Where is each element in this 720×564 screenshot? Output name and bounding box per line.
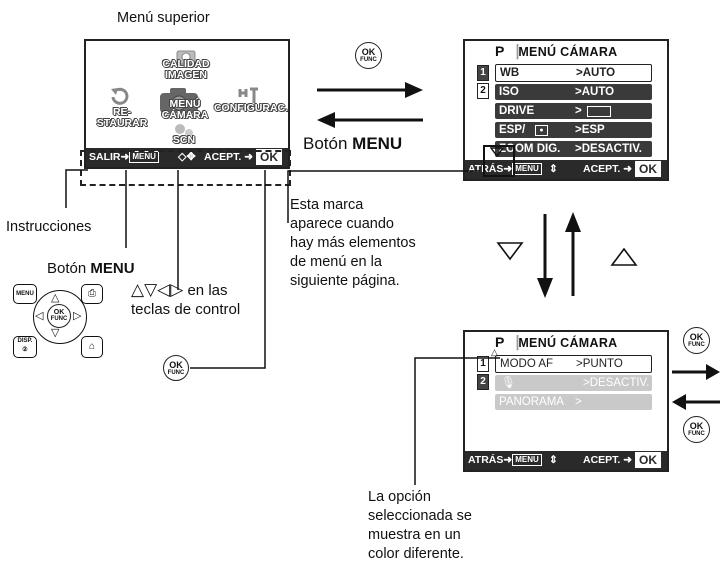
page-tab-1[interactable]: 1 <box>477 65 489 81</box>
arrow-keys-icon: △▽◁▷ <box>131 280 184 299</box>
spot-metering-icon: ● <box>535 125 548 136</box>
side-arrows <box>672 364 720 410</box>
updown-icon: ⇕ <box>549 163 558 175</box>
instructions-highlight <box>80 150 291 186</box>
menu-button-label-left: Botón MENU <box>47 260 135 277</box>
flow-arrows-top <box>317 82 423 128</box>
camera-menu-page-1: P ▕MENÚ CÁMARA 1 2 WB>AUTO ISO>AUTO DRIV… <box>463 39 669 181</box>
camera-icon <box>160 88 198 113</box>
menu-row-wb[interactable]: WB>AUTO <box>495 64 652 82</box>
page-tab-2[interactable]: 2 <box>477 83 489 99</box>
reset-icon <box>111 87 129 105</box>
menu-button-label-right: Botón MENU <box>303 134 403 153</box>
top-menu-footer: SALIR➜MENU ◇✥ ACEPT. ➜ OK <box>86 148 288 167</box>
accept-label: ACEPT. <box>204 151 242 163</box>
camera-menu-2-footer: ATRÁS➜MENU ⇕ ACEPT. ➜ OK <box>465 451 667 470</box>
menu-item-setup[interactable]: CONFIGURAC. <box>213 102 289 114</box>
menu-row-esp[interactable]: ESP/ ● >ESP <box>495 122 652 138</box>
page-tab-1[interactable]: 1 <box>477 356 489 372</box>
disp-key[interactable]: DISP.② <box>13 336 37 358</box>
menu-row-drive[interactable]: DRIVE> <box>495 103 652 119</box>
setup-icon <box>238 87 258 103</box>
right-arrow-key[interactable]: ▷ <box>73 310 82 322</box>
pointer-line-option <box>414 357 500 485</box>
menu-title: MENÚ CÁMARA <box>518 45 618 59</box>
arrow-keys-label: △▽◁▷ en las teclas de control <box>131 280 241 318</box>
ok-key-badge: OK <box>255 149 282 166</box>
page-tab-2[interactable]: 2 <box>477 374 489 390</box>
page-flow-arrows <box>537 212 581 298</box>
menu-row-panorama[interactable]: PANORAMA> <box>495 394 652 410</box>
down-triangle-icon <box>496 242 524 261</box>
top-menu-screen: CALIDAD IMAGEN RE-STAURAR MENÚ CÁMARA CO… <box>84 39 290 169</box>
instructions-label: Instrucciones <box>6 219 92 235</box>
menu-header: P ▕MENÚ CÁMARA <box>495 334 618 350</box>
erase-key[interactable]: ⌂ <box>81 336 103 358</box>
menu-row-af-mode[interactable]: MODO AF>PUNTO <box>495 355 652 373</box>
image-quality-icon <box>176 50 196 65</box>
marker-note: Esta marca aparece cuando hay más elemen… <box>290 197 416 289</box>
up-arrow-key[interactable]: △ <box>51 292 60 304</box>
next-page-marker-highlight <box>483 145 515 177</box>
microphone-icon: 🎙 <box>501 377 516 389</box>
menu-key[interactable]: MENU <box>13 284 37 304</box>
camera-menu-1-footer: ATRÁS➜MENU ⇕ ACEPT. ➜ OK <box>465 160 667 179</box>
menu-item-camera-menu[interactable]: MENÚ CÁMARA <box>161 98 209 121</box>
menu-header: P ▕MENÚ CÁMARA <box>495 43 618 59</box>
menu-row-sound[interactable]: 🎙>DESACTIV. <box>495 375 652 391</box>
left-arrow-key[interactable]: ◁ <box>35 310 44 322</box>
up-triangle-icon <box>610 247 638 266</box>
camera-menu-page-2: P ▕MENÚ CÁMARA 1 2 MODO AF>PUNTO 🎙>DESAC… <box>463 330 669 472</box>
pointer-lines-left <box>65 169 266 369</box>
scene-icon <box>175 124 193 137</box>
menu-row-digital-zoom[interactable]: ZOOM DIG.>DESACTIV. <box>495 141 652 157</box>
option-note: La opción seleccionada se muestra en un … <box>368 489 472 562</box>
down-arrow-key[interactable]: ▽ <box>51 327 60 339</box>
top-menu-caption: Menú superior <box>117 10 210 26</box>
menu-item-reset[interactable]: RE-STAURAR <box>96 106 148 129</box>
single-frame-icon <box>587 106 611 117</box>
menu-row-iso[interactable]: ISO>AUTO <box>495 84 652 100</box>
dpad-ring <box>33 290 87 344</box>
prev-page-marker-icon: △ <box>491 347 498 357</box>
menu-item-image-quality[interactable]: CALIDAD IMAGEN <box>162 58 210 81</box>
menu-item-scene[interactable]: SCN <box>172 134 196 146</box>
pointer-line-marker <box>287 170 480 223</box>
exit-label: SALIR <box>89 151 121 163</box>
mode-indicator: P <box>495 43 505 59</box>
dpad-icon: ◇✥ <box>178 151 196 163</box>
next-page-arrow-icon <box>490 147 504 157</box>
print-key[interactable]: ⎙ <box>81 284 103 304</box>
